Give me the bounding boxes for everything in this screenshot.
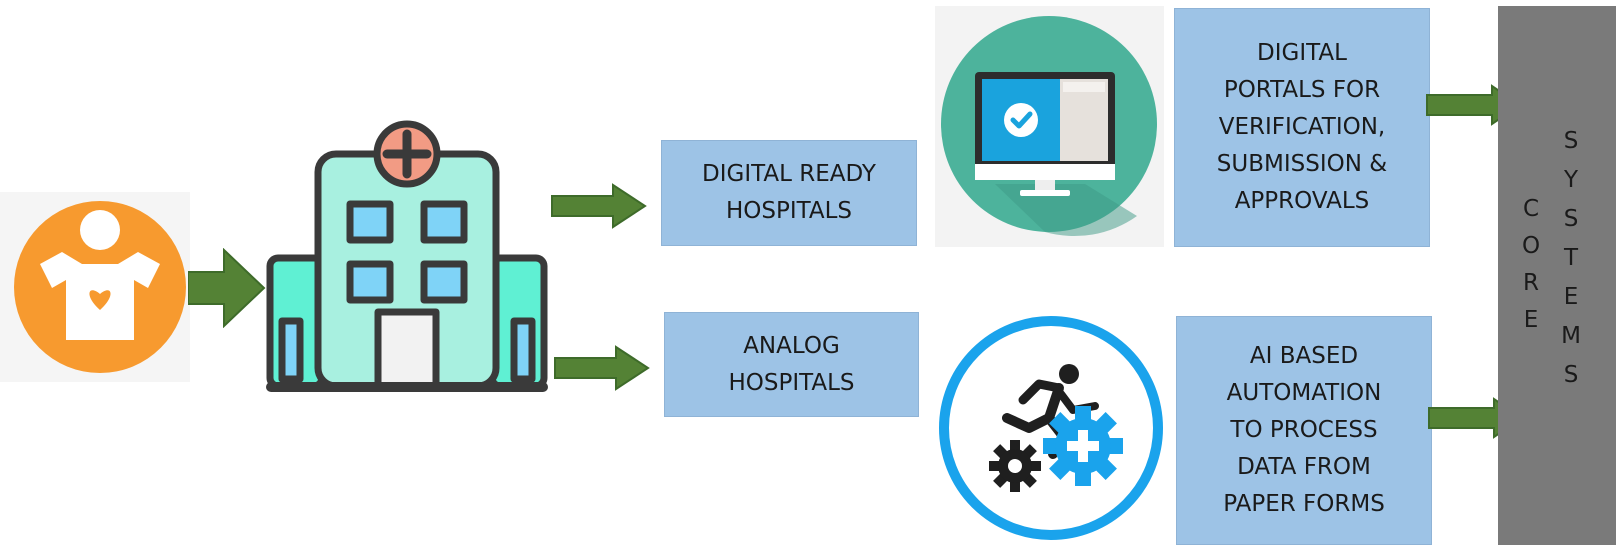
digital-ready-hospitals-box: DIGITAL READY HOSPITALS [661,140,917,246]
hospital-icon [266,120,548,392]
systems-letter: S [1563,206,1579,232]
arrow-icon [554,345,650,391]
core-letter: C [1522,196,1540,222]
analog-hospitals-box: ANALOG HOSPITALS [664,312,919,417]
systems-letter: S [1563,128,1579,154]
box-text-line: HOSPITALS [728,369,855,396]
core-systems-bar: C O R E S Y S T E M S [1498,6,1616,545]
systems-letter: Y [1563,167,1579,193]
box-text-line: PAPER FORMS [1223,491,1385,517]
box-text-line: APPROVALS [1234,188,1370,214]
box-text-line: TO PROCESS [1230,417,1378,443]
digital-portals-box: DIGITAL PORTALS FOR VERIFICATION, SUBMIS… [1174,8,1430,247]
systems-letter: E [1563,284,1579,310]
systems-letter: T [1563,245,1579,271]
core-letter: O [1521,233,1541,259]
core-letter: E [1523,307,1539,333]
box-text-line: SUBMISSION & [1216,151,1388,177]
box-text-line: AI BASED [1249,343,1359,369]
box-text-line: PORTALS FOR [1223,77,1381,103]
ai-automation-box: AI BASED AUTOMATION TO PROCESS DATA FROM… [1176,316,1432,545]
box-text-line: DIGITAL READY [702,161,876,187]
arrow-icon [188,248,266,328]
arrow-icon [551,183,647,229]
patient-icon [0,192,190,382]
box-text-line: DIGITAL [1257,40,1347,66]
monitor-check-icon [935,6,1164,247]
core-letter: R [1523,270,1539,296]
systems-letter: M [1561,323,1581,349]
box-text-line: VERIFICATION, [1218,114,1386,140]
runner-gears-icon [939,316,1163,540]
box-text-line: HOSPITALS [725,198,853,224]
box-text-line: DATA FROM [1237,454,1371,480]
systems-letter: S [1563,362,1579,388]
box-text-line: ANALOG [743,332,840,359]
box-text-line: AUTOMATION [1226,380,1382,406]
